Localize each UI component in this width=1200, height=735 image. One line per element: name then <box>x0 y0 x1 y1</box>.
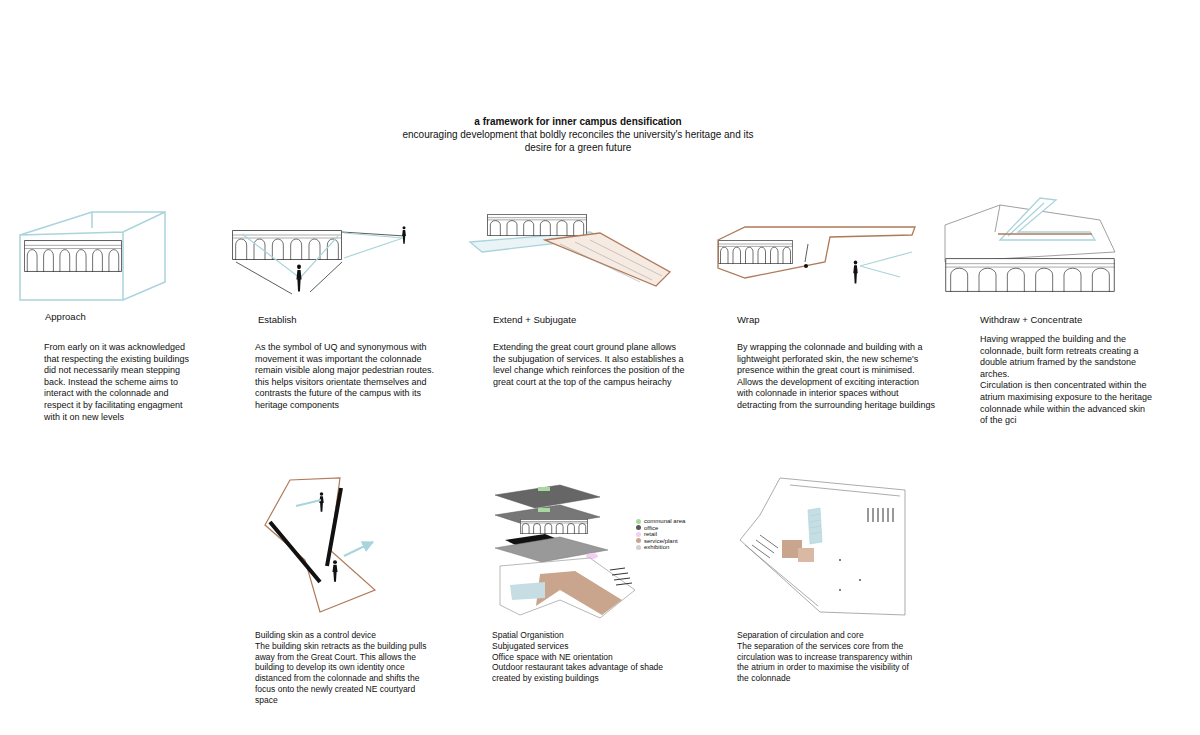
spatial-organisation-sketch-part <box>538 508 550 512</box>
skin-control-sketch-part <box>319 492 323 511</box>
step-text: As the symbol of UQ and synonymous with … <box>255 342 439 412</box>
withdraw-sketch <box>945 198 1115 292</box>
spatial-organisation-sketch-part <box>495 537 608 562</box>
legend-swatch <box>636 519 641 524</box>
step-heading: Extend + Subjugate <box>493 314 643 326</box>
legend-swatch <box>636 532 641 537</box>
spatial-organisation-sketch-part <box>610 568 632 585</box>
step-heading: Approach <box>45 311 195 323</box>
spatial-organisation-sketch <box>495 485 635 618</box>
circulation-core-sketch-part <box>868 508 893 522</box>
skin-control-sketch-part <box>270 488 341 582</box>
legend-entry: communal area <box>636 518 685 525</box>
wrap-sketch-part <box>860 252 912 277</box>
extend-sketch-part <box>560 240 662 282</box>
spatial-organisation-sketch-part <box>520 519 588 534</box>
wrap-sketch-part <box>718 227 915 278</box>
legend-swatch <box>636 545 641 550</box>
circulation-core-sketch-part <box>740 478 905 615</box>
circulation-core-sketch-part <box>859 579 861 581</box>
diagram-text: Office space with NE orientation <box>492 652 682 663</box>
wrap-sketch-part <box>718 240 793 264</box>
spatial-organisation-sketch-part <box>510 582 545 600</box>
step-heading: Withdraw + Concentrate <box>980 314 1150 326</box>
circulation-core-sketch <box>740 478 905 615</box>
circulation-core-sketch-part <box>808 508 822 544</box>
wrap-sketch <box>718 227 915 284</box>
legend-entry: exhibition <box>636 544 669 551</box>
spatial-organisation-sketch-part <box>538 487 550 491</box>
skin-control-sketch-part <box>265 478 375 612</box>
establish-sketch <box>232 226 406 294</box>
diagram-heading: Building skin as a control device <box>255 630 445 641</box>
step-heading: Wrap <box>737 314 887 326</box>
legend-label: exhibition <box>644 544 669 550</box>
circulation-core-sketch-part <box>839 589 841 591</box>
extend-sketch <box>470 214 670 286</box>
step-text: From early on it was acknowledged that r… <box>44 342 196 423</box>
spatial-organisation-sketch-part <box>495 485 600 508</box>
diagram-text: The separation of the services core from… <box>737 641 923 684</box>
legend-label: service/plant <box>644 538 678 544</box>
establish-sketch-part <box>242 233 403 278</box>
establish-sketch-part <box>232 231 342 261</box>
legend-label: communal area <box>644 518 685 524</box>
withdraw-sketch-part <box>945 259 1115 292</box>
legend-entry: retail <box>636 531 657 538</box>
diagram-text: Subjugated services <box>492 641 682 652</box>
wrap-sketch-part <box>804 264 808 268</box>
wrap-sketch-part <box>805 244 808 262</box>
skin-control-sketch-part <box>296 500 373 556</box>
skin-control-sketch <box>265 478 375 612</box>
sheet-title: a framework for inner campus densificati… <box>388 116 768 128</box>
extend-sketch-part <box>545 233 670 286</box>
legend-label: office <box>644 525 658 531</box>
step-text: Circulation is then concentrated within … <box>980 380 1154 426</box>
step-text: Having wrapped the building and the colo… <box>980 334 1154 380</box>
spatial-organisation-sketch-part <box>500 558 635 618</box>
establish-sketch-part <box>236 232 405 294</box>
step-heading: Establish <box>258 314 408 326</box>
approach-sketch-part <box>20 212 165 300</box>
diagram-text: Outdoor restaurant takes advantage of sh… <box>492 662 684 684</box>
diagram-heading: Spatial Organistion <box>492 630 682 641</box>
establish-sketch-part <box>296 264 301 291</box>
legend-entry: office <box>636 525 658 532</box>
withdraw-sketch-part <box>998 233 1092 234</box>
diagram-text: The building skin retracts as the buildi… <box>255 641 439 706</box>
extend-sketch-part <box>487 214 587 236</box>
skin-control-sketch-part <box>332 560 337 581</box>
establish-sketch-part <box>402 226 406 243</box>
circulation-core-sketch-part <box>839 559 841 561</box>
diagram-heading: Separation of circulation and core <box>737 630 927 641</box>
legend-label: retail <box>644 531 657 537</box>
circulation-core-sketch-part <box>752 535 778 558</box>
spatial-organisation-sketch-part <box>536 571 622 615</box>
approach-sketch-part <box>24 241 122 272</box>
approach-sketch <box>20 212 165 300</box>
step-text: Extending the great court ground plane a… <box>493 342 689 388</box>
subtitle: encouraging development that boldly reco… <box>388 129 768 154</box>
circulation-core-sketch-part <box>798 548 814 562</box>
legend-swatch <box>636 525 641 530</box>
step-text: By wrapping the colonnade and building w… <box>737 342 937 412</box>
legend-entry: service/plant <box>636 538 678 545</box>
wrap-sketch-part <box>853 260 857 283</box>
circulation-core-sketch-part <box>810 514 822 534</box>
legend-swatch <box>636 538 641 543</box>
